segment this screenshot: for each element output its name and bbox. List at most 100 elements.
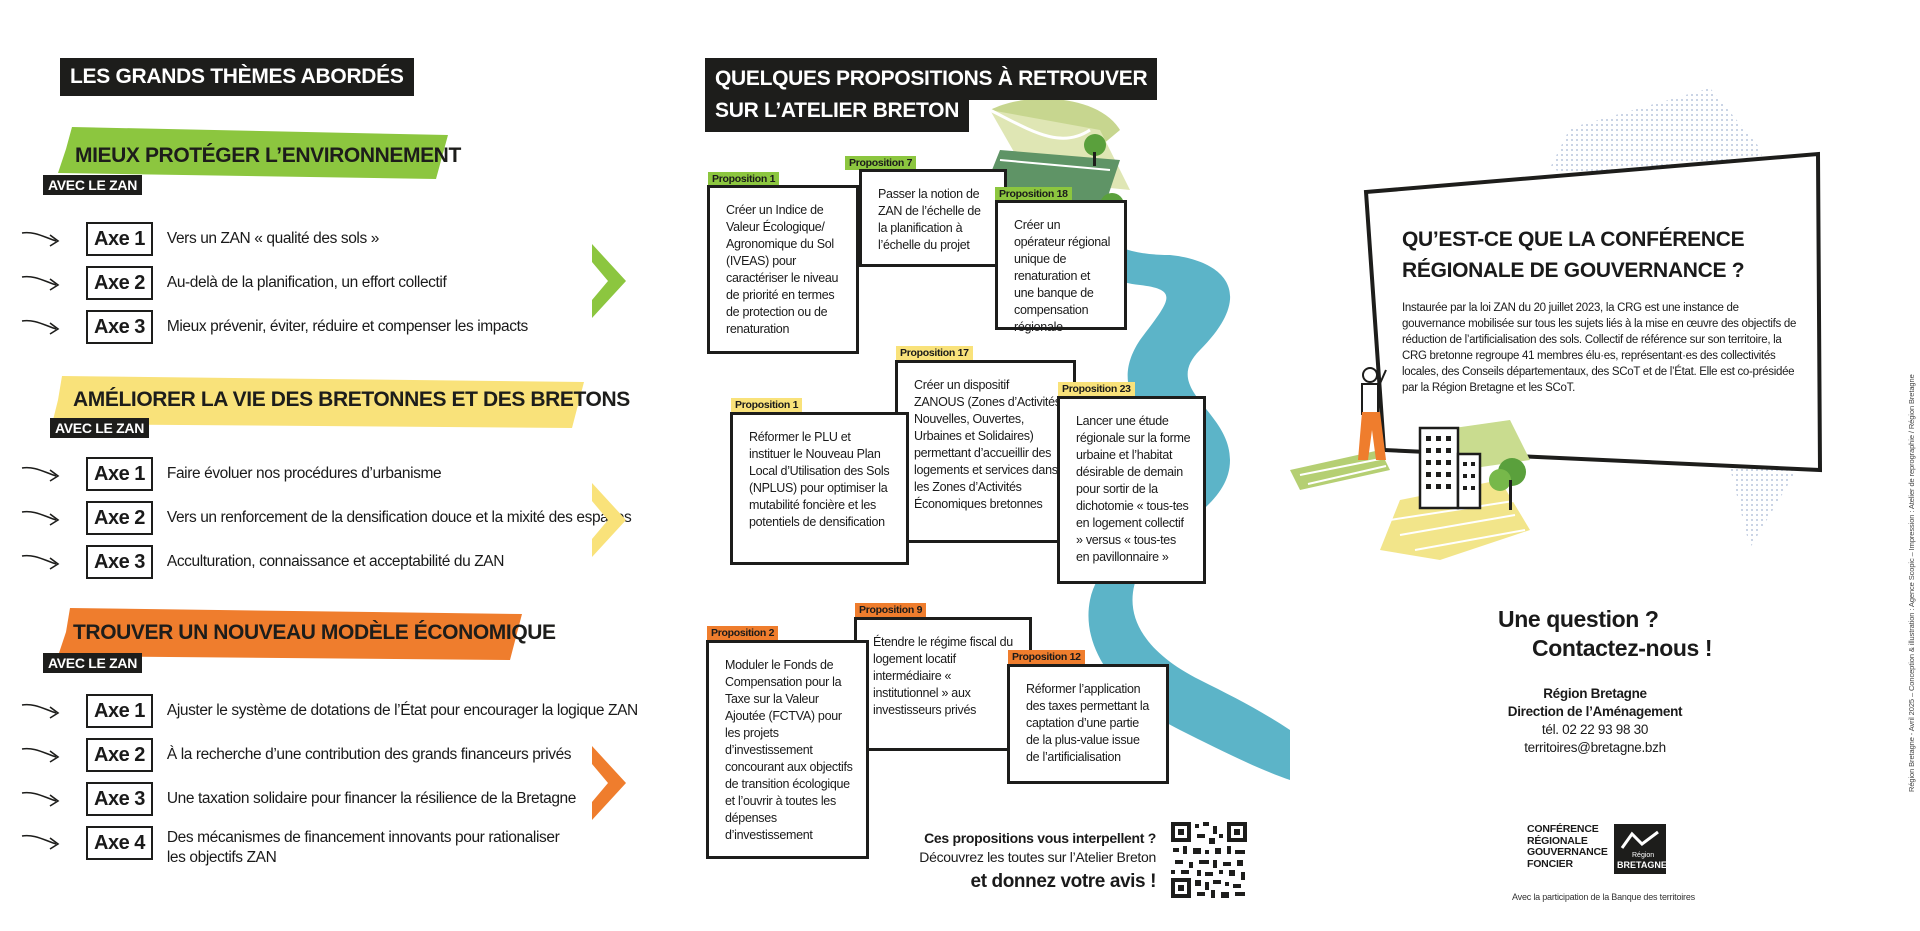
proposals-title-line2: SUR L’ATELIER BRETON	[715, 99, 960, 122]
proposal-card: Moduler le Fonds de Compensation pour la…	[706, 640, 869, 859]
axe-text-line2: les objectifs ZAN	[166, 849, 277, 866]
axe-label: Axe 2	[86, 266, 153, 300]
theme-banner-green	[58, 127, 448, 179]
proposals-title-line1: QUELQUES PROPOSITIONS À RETROUVER	[715, 67, 1148, 90]
axe-row: Axe 3 Une taxation solidaire pour financ…	[20, 782, 638, 816]
contact-block: Région Bretagne Direction de l’Aménageme…	[1480, 685, 1710, 757]
axe-text: Faire évoluer nos procédures d’urbanisme	[166, 465, 442, 482]
axe-text: Vers un ZAN « qualité des sols »	[166, 230, 379, 247]
proposal-card: Créer un Indice de Valeur Écologique/ Ag…	[707, 185, 859, 354]
avec-badge-1: AVEC LE ZAN	[43, 175, 142, 195]
proposal-tag: Proposition 17	[896, 346, 973, 360]
axe-row: Axe 1 Ajuster le système de dotations de…	[20, 694, 638, 728]
theme-banner-orange	[58, 608, 522, 660]
bretagne-flag-icon	[1620, 830, 1659, 849]
credits-text: Région Bretagne - Avril 2025 – Conceptio…	[1907, 374, 1916, 792]
proposal-card: Créer un opérateur régional unique de re…	[995, 200, 1127, 334]
proposal-tag: Proposition 23	[1058, 382, 1135, 396]
hand-arrow-icon	[20, 699, 66, 723]
proposal-card: Passer la notion de ZAN de l’échelle de …	[859, 169, 1007, 267]
proposal-tag: Proposition 7	[845, 156, 917, 170]
hand-arrow-icon	[20, 830, 66, 854]
proposal-tag: Proposition 18	[995, 187, 1072, 201]
proposal-card: Lancer une étude régionale sur la forme …	[1057, 396, 1206, 584]
proposal-card: Étendre le régime fiscal du logement loc…	[854, 617, 1032, 751]
axe-label: Axe 3	[86, 310, 153, 344]
avec-badge-3: AVEC LE ZAN	[43, 653, 142, 673]
chevron-right-icon	[592, 483, 626, 557]
question-heading: Une question ? Contactez-nous !	[1498, 605, 1713, 663]
axe-text: Au-delà de la planification, un effort c…	[166, 274, 447, 291]
chevron-right-icon	[592, 746, 626, 820]
proposal-tag: Proposition 1	[731, 398, 803, 412]
axe-row: Axe 3 Acculturation, connaissance et acc…	[20, 545, 631, 579]
avec-badge-2: AVEC LE ZAN	[50, 418, 149, 438]
hand-arrow-icon	[20, 315, 66, 339]
cta-line2: Découvrez les toutes sur l’Atelier Breto…	[919, 849, 1156, 865]
proposal-tag: Proposition 2	[707, 626, 779, 640]
crg-title-line1: QU’EST-CE QUE LA CONFÉRENCE	[1402, 228, 1745, 251]
theme-title-2: AMÉLIORER LA VIE DES BRETONNES ET DES BR…	[73, 388, 630, 411]
axe-text-line1: Des mécanismes de financement innovants …	[166, 829, 560, 846]
theme-title-1: MIEUX PROTÉGER L’ENVIRONNEMENT	[75, 144, 461, 167]
info-frame	[1363, 151, 1823, 473]
hand-arrow-icon	[20, 787, 66, 811]
qr-code-icon[interactable]	[1169, 820, 1249, 900]
hand-arrow-icon	[20, 462, 66, 486]
contact-direction: Direction de l’Aménagement	[1507, 704, 1683, 719]
axe-text: Vers un renforcement de la densification…	[166, 509, 632, 526]
themes-title: LES GRANDS THÈMES ABORDÉS	[60, 58, 414, 96]
logo-line: FONCIER	[1527, 857, 1573, 870]
axe-text: Ajuster le système de dotations de l’Éta…	[166, 702, 638, 719]
proposal-tag: Proposition 9	[855, 603, 927, 617]
axes-list-2: Axe 1 Faire évoluer nos procédures d’urb…	[20, 457, 632, 579]
hand-arrow-icon	[20, 743, 66, 767]
axe-label: Axe 4	[86, 826, 153, 860]
axe-label: Axe 3	[86, 782, 153, 816]
contact-phone[interactable]: tél. 02 22 93 98 30	[1541, 722, 1649, 737]
crg-logo: CONFÉRENCE RÉGIONALE GOUVERNANCE FONCIER	[1527, 823, 1608, 870]
axe-row: Axe 2 Vers un renforcement de la densifi…	[20, 501, 632, 535]
axe-row: Axe 1 Vers un ZAN « qualité des sols »	[20, 222, 528, 256]
region-bretagne-logo: Région BRETAGNE	[1614, 824, 1667, 874]
theme-title-3: TROUVER UN NOUVEAU MODÈLE ÉCONOMIQUE	[73, 621, 556, 644]
hand-arrow-icon	[20, 271, 66, 295]
axe-row: Axe 2 À la recherche d’une contribution …	[20, 738, 638, 772]
axe-row: Axe 3 Mieux prévenir, éviter, réduire et…	[20, 310, 528, 344]
axe-label: Axe 1	[86, 222, 153, 256]
axe-label: Axe 1	[86, 694, 153, 728]
question-line1: Une question ?	[1498, 606, 1659, 632]
chevron-right-icon	[592, 244, 626, 318]
hand-arrow-icon	[20, 550, 66, 574]
proposals-title-2: SUR L’ATELIER BRETON	[705, 90, 970, 132]
proposal-card: Réformer le PLU et instituer le Nouveau …	[730, 412, 909, 565]
hand-arrow-icon	[20, 227, 66, 251]
axe-row: Axe 2 Au-delà de la planification, un ef…	[20, 266, 528, 300]
logo-bretagne: BRETAGNE	[1617, 860, 1667, 870]
axe-text: Acculturation, connaissance et acceptabi…	[166, 553, 505, 570]
crg-title: QU’EST-CE QUE LA CONFÉRENCE RÉGIONALE DE…	[1402, 224, 1745, 286]
logo-line: CONFÉRENCE	[1527, 823, 1599, 835]
axe-label: Axe 2	[86, 501, 153, 535]
contact-email[interactable]: territoires@bretagne.bzh	[1524, 740, 1666, 755]
cta-block: Ces propositions vous interpellent ? Déc…	[880, 830, 1156, 893]
logo-line: GOUVERNANCE	[1527, 846, 1608, 858]
question-line2: Contactez-nous !	[1532, 635, 1713, 661]
axes-list-3: Axe 1 Ajuster le système de dotations de…	[20, 694, 638, 870]
crg-description: Instaurée par la loi ZAN du 20 juillet 2…	[1402, 302, 1797, 394]
proposal-tag: Proposition 12	[1008, 650, 1085, 664]
footer-note: Avec la participation de la Banque des t…	[1512, 892, 1695, 902]
cta-line1: Ces propositions vous interpellent ?	[924, 830, 1156, 846]
axe-label: Axe 2	[86, 738, 153, 772]
proposal-card: Créer un dispositif ZANOUS (Zones d’Acti…	[895, 360, 1076, 543]
city-illustration	[1290, 367, 1530, 560]
contact-org: Région Bretagne	[1543, 686, 1647, 701]
proposal-card: Réformer l’application des taxes permett…	[1007, 664, 1169, 784]
axe-text: Mieux prévenir, éviter, réduire et compe…	[166, 318, 528, 335]
axes-list-1: Axe 1 Vers un ZAN « qualité des sols » A…	[20, 222, 528, 344]
proposal-tag: Proposition 1	[708, 172, 780, 186]
theme-banner-yellow	[52, 376, 584, 428]
cta-line3: et donnez votre avis !	[970, 871, 1157, 892]
axe-text: Des mécanismes de financement innovants …	[166, 828, 560, 868]
axe-text: À la recherche d’une contribution des gr…	[166, 746, 572, 763]
